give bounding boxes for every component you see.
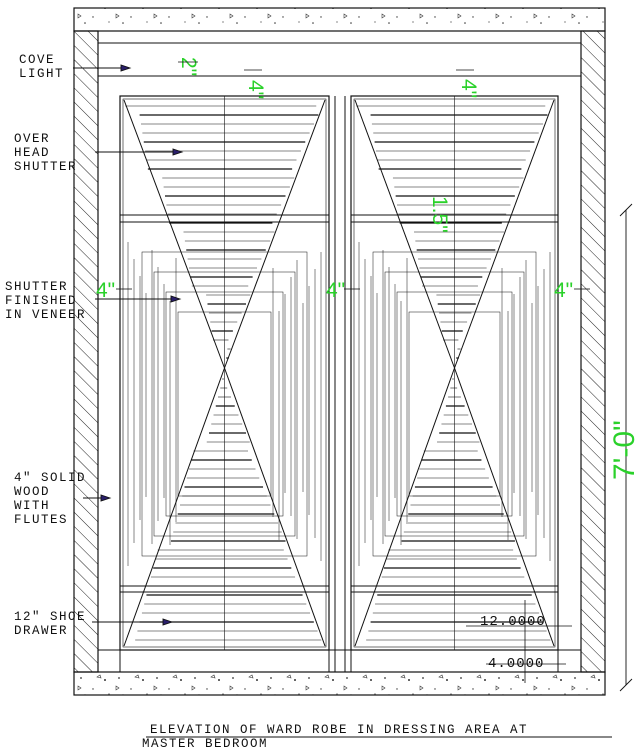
dim-stile-right: 4" [554, 279, 573, 302]
shutter-right [350, 95, 559, 651]
wardrobe-frame [97, 30, 582, 673]
label-solid-wood: 4" SOLID WOOD WITH FLUTES [14, 471, 95, 527]
dim-plinth-value: 4.0000 [488, 656, 544, 672]
leader-lines [73, 64, 184, 626]
label-shoe-drawer: 12" SHOE DRAWER [14, 610, 95, 638]
dim-overall-height: 7'-0" [608, 420, 640, 480]
dim-top: 2" [177, 57, 200, 76]
overall-dimension-line [619, 203, 633, 692]
dim-stile-mid: 4" [326, 279, 345, 302]
dim-shutter-top-left: 4" [244, 80, 267, 99]
dim-shutter-top-right: 4" [457, 79, 480, 98]
dim-stile-left: 4" [96, 279, 115, 302]
shutter-left [119, 95, 330, 651]
title-line-2: MASTER BEDROOM [142, 737, 268, 749]
dim-rail: 1.5" [428, 196, 451, 233]
label-overhead-shutter: OVER HEAD SHUTTER [14, 132, 77, 174]
title-line-1: ELEVATION OF WARD ROBE IN DRESSING AREA … [150, 723, 528, 737]
right-wall [580, 30, 606, 673]
top-slab [73, 7, 606, 32]
label-cove-light: COVE LIGHT [19, 53, 64, 81]
dim-drawer-value: 12.0000 [480, 614, 546, 630]
label-shutter-veneer: SHUTTER FINISHED IN VENEER [5, 280, 86, 322]
dim-ticks [116, 61, 590, 290]
plinth-left [119, 649, 330, 673]
left-wall [73, 30, 99, 673]
